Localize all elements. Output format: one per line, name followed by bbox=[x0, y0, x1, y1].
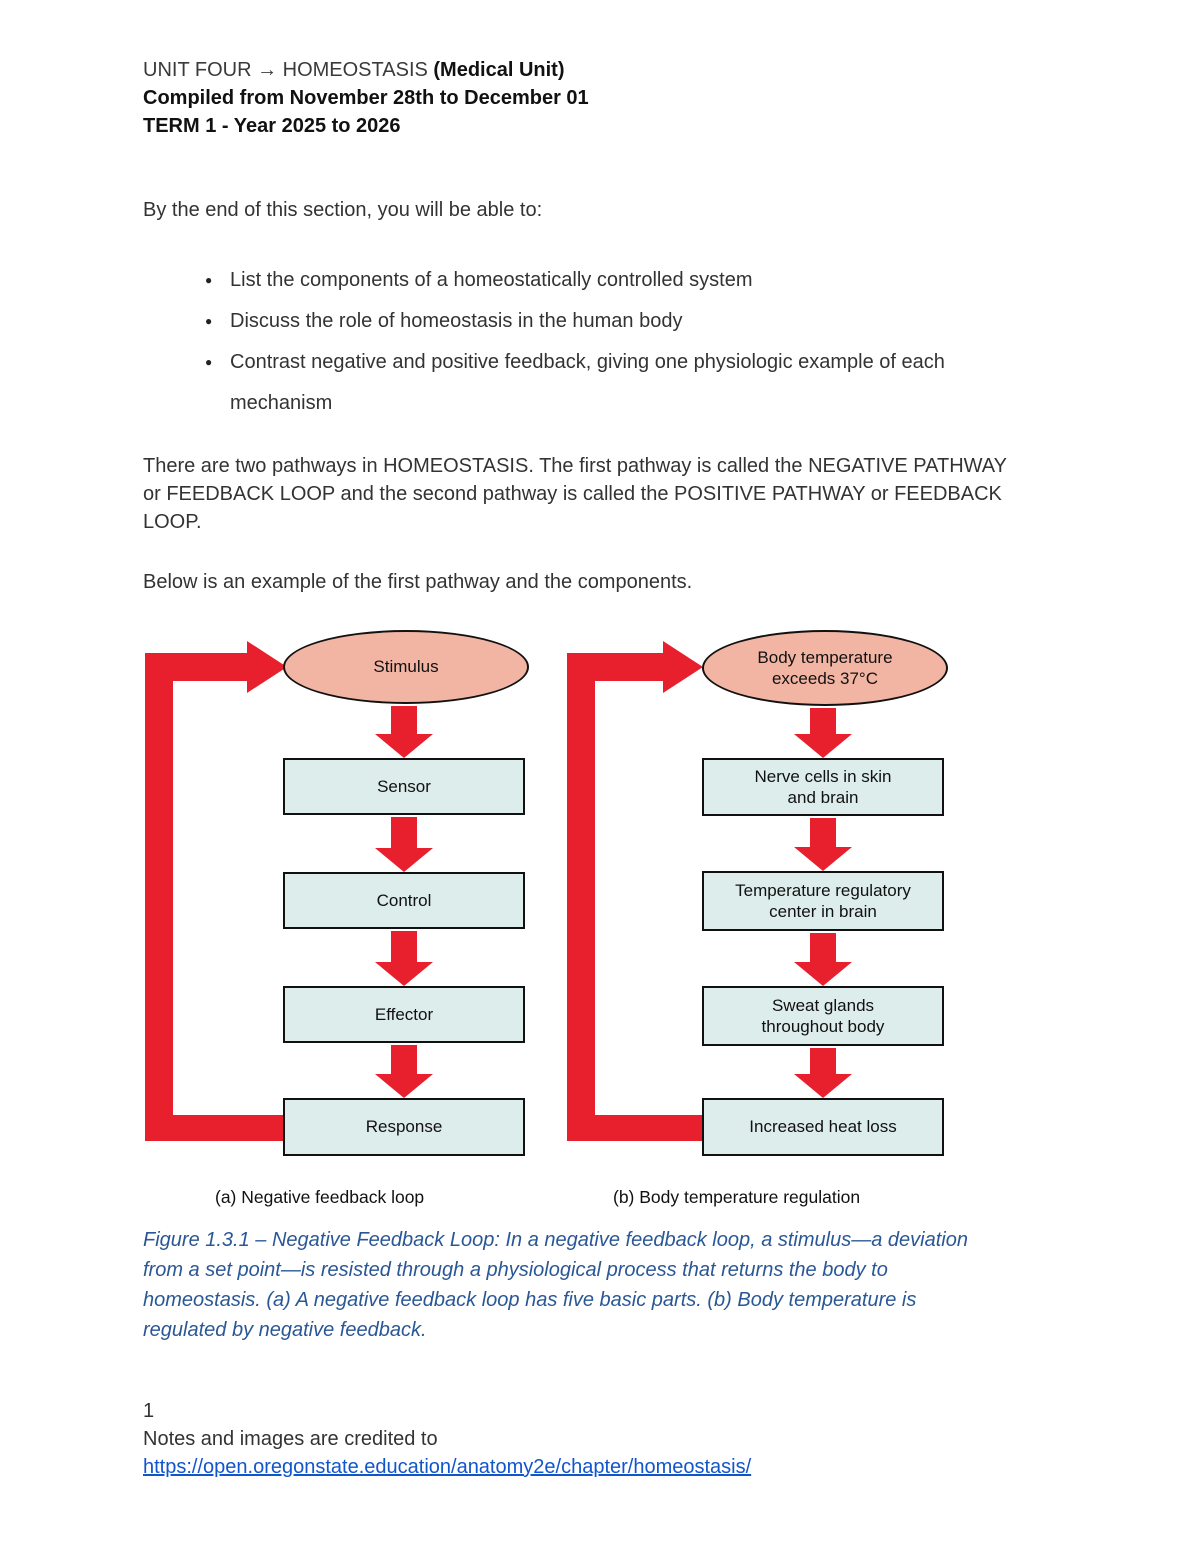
flow-arrow-down-icon bbox=[375, 706, 433, 758]
section-intro: By the end of this section, you will be … bbox=[143, 199, 543, 221]
right-loop-bottom-bar bbox=[567, 1115, 707, 1141]
effector-box: Effector bbox=[283, 986, 525, 1043]
left-loop-vertical-bar bbox=[145, 653, 173, 1141]
left-loop-arrowhead-icon bbox=[247, 641, 287, 693]
page-footer: 1 Notes and images are credited to https… bbox=[143, 1397, 1063, 1481]
term-line: TERM 1 - Year 2025 to 2026 bbox=[143, 115, 401, 137]
objective-item: List the components of a homeostatically… bbox=[205, 260, 975, 301]
node-label: Temperature regulatory center in brain bbox=[735, 880, 911, 921]
node-label: Effector bbox=[374, 1004, 434, 1024]
node-label: Nerve cells in skin and brain bbox=[754, 766, 892, 807]
flowchart-caption-a: (a) Negative feedback loop bbox=[215, 1187, 425, 1207]
nerve-cells-box: Nerve cells in skin and brain bbox=[702, 758, 944, 816]
unit-title: UNIT FOUR → HOMEOSTASIS bbox=[143, 59, 434, 81]
page-number: 1 bbox=[143, 1400, 155, 1422]
flow-arrow-down-icon bbox=[375, 1045, 433, 1098]
temperature-center-box: Temperature regulatory center in brain bbox=[702, 871, 944, 931]
stimulus-label: Body temperature exceeds 37°C bbox=[757, 647, 893, 688]
stimulus-ellipse: Stimulus bbox=[283, 630, 529, 704]
node-label: Response bbox=[365, 1117, 443, 1137]
flow-arrow-down-icon bbox=[794, 1048, 852, 1098]
flow-arrow-down-icon bbox=[375, 817, 433, 872]
right-loop-vertical-bar bbox=[567, 653, 595, 1141]
body-temperature-ellipse: Body temperature exceeds 37°C bbox=[702, 630, 948, 706]
response-box: Response bbox=[283, 1098, 525, 1156]
negative-feedback-figure: Stimulus Sensor Control Effector Respons… bbox=[145, 628, 957, 1213]
stimulus-label: Stimulus bbox=[373, 657, 439, 677]
objectives-list: List the components of a homeostatically… bbox=[205, 260, 1063, 424]
example-paragraph: Below is an example of the first pathway… bbox=[143, 571, 693, 593]
left-loop-top-bar bbox=[145, 653, 249, 681]
node-label: Control bbox=[376, 890, 432, 910]
flowchart-caption-b: (b) Body temperature regulation bbox=[613, 1187, 861, 1207]
unit-title-bold: (Medical Unit) bbox=[433, 59, 565, 81]
figure-caption: Figure 1.3.1 – Negative Feedback Loop: I… bbox=[143, 1229, 968, 1341]
compiled-line: Compiled from November 28th to December … bbox=[143, 87, 589, 109]
control-box: Control bbox=[283, 872, 525, 929]
flow-arrow-down-icon bbox=[794, 933, 852, 986]
flow-arrow-down-icon bbox=[794, 818, 852, 871]
credit-link[interactable]: https://open.oregonstate.education/anato… bbox=[143, 1456, 752, 1478]
credit-line: Notes and images are credited to bbox=[143, 1428, 438, 1450]
sensor-box: Sensor bbox=[283, 758, 525, 815]
flow-arrow-down-icon bbox=[794, 708, 852, 758]
right-loop-top-bar bbox=[567, 653, 665, 681]
left-loop-bottom-bar bbox=[145, 1115, 285, 1141]
unit-title-line: UNIT FOUR → HOMEOSTASIS (Medical Unit) bbox=[143, 56, 1063, 84]
node-label: Increased heat loss bbox=[749, 1117, 897, 1137]
sweat-glands-box: Sweat glands throughout body bbox=[702, 986, 944, 1046]
right-loop-arrowhead-icon bbox=[663, 641, 703, 693]
objective-item: Contrast negative and positive feedback,… bbox=[205, 342, 975, 424]
flow-arrow-down-icon bbox=[375, 931, 433, 986]
heat-loss-box: Increased heat loss bbox=[702, 1098, 944, 1156]
node-label: Sweat glands throughout body bbox=[761, 995, 885, 1036]
objective-item: Discuss the role of homeostasis in the h… bbox=[205, 301, 975, 342]
node-label: Sensor bbox=[377, 776, 431, 796]
pathways-paragraph: There are two pathways in HOMEOSTASIS. T… bbox=[143, 455, 1007, 533]
document-header: UNIT FOUR → HOMEOSTASIS (Medical Unit) C… bbox=[143, 56, 1063, 140]
